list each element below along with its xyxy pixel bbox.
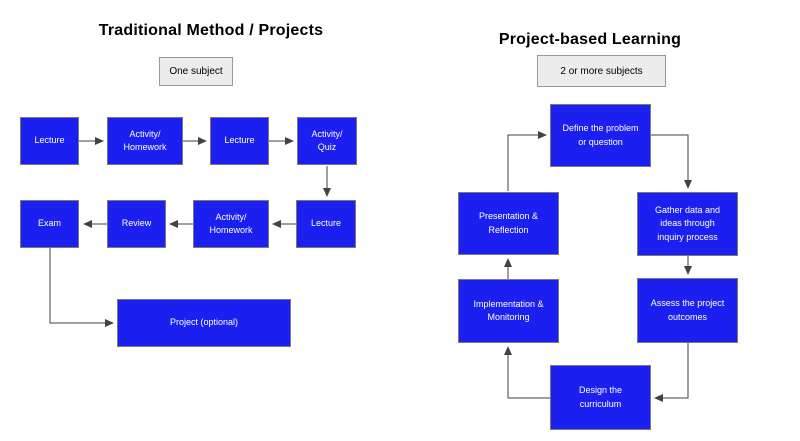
left-subject-box: One subject xyxy=(159,57,233,86)
node-activity-quiz: Activity/ Quiz xyxy=(297,117,357,165)
node-define-problem: Define the problem or question xyxy=(550,104,651,167)
edge-exam-to-project xyxy=(49,248,114,327)
edge-define-to-gather xyxy=(651,134,692,189)
edge-design-to-implementation xyxy=(504,346,550,399)
node-lecture-3: Lecture xyxy=(296,200,356,248)
node-gather-data: Gather data and ideas through inquiry pr… xyxy=(637,192,738,256)
right-subject-box: 2 or more subjects xyxy=(537,55,666,87)
node-lecture-1: Lecture xyxy=(20,117,79,165)
node-assess-outcomes: Assess the project outcomes xyxy=(637,278,738,343)
node-presentation-reflection: Presentation & Reflection xyxy=(458,192,559,255)
edge-assess-to-design xyxy=(654,343,689,402)
edge-presentation-to-define xyxy=(507,131,547,191)
node-design-curriculum: Design the curriculum xyxy=(550,365,651,430)
right-panel-title: Project-based Learning xyxy=(498,31,682,48)
node-implementation-monitoring: Implementation & Monitoring xyxy=(458,279,559,343)
node-project-optional: Project (optional) xyxy=(117,299,291,347)
left-panel-title: Traditional Method / Projects xyxy=(98,22,324,39)
node-review: Review xyxy=(107,200,166,248)
node-exam: Exam xyxy=(20,200,79,248)
node-activity-homework-2: Activity/ Homework xyxy=(193,200,269,248)
node-activity-homework-1: Activity/ Homework xyxy=(107,117,183,165)
node-lecture-2: Lecture xyxy=(210,117,269,165)
